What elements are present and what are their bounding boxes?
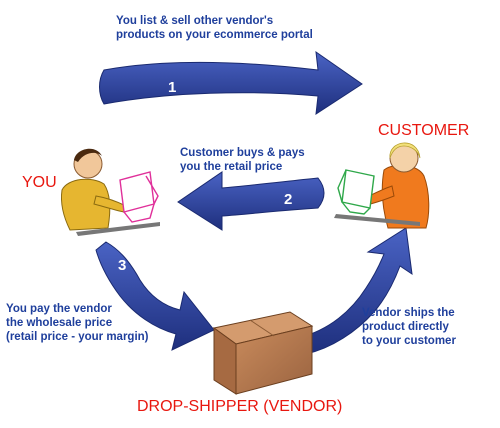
step-1-text: You list & sell other vendor's products … [116, 14, 313, 42]
arrow-2: 2 [177, 171, 325, 231]
actor-label-customer: CUSTOMER [378, 122, 470, 139]
step-3-line-2: the wholesale price [6, 317, 113, 329]
step-3-text: You pay the vendor the wholesale price (… [6, 302, 149, 344]
arrow-4: 4 [297, 227, 413, 355]
customer-figure [334, 142, 430, 229]
arrow-1: 1 [99, 50, 363, 115]
step-number-4: 4 [322, 309, 331, 326]
arrow-3: 3 [95, 241, 215, 351]
step-3-line-1: You pay the vendor [6, 303, 112, 315]
step-1-line-2: products on your ecommerce portal [116, 29, 313, 41]
step-4-line-1: Vendor ships the [362, 307, 455, 319]
vendor-box [212, 311, 314, 395]
step-4-line-3: to your customer [362, 335, 456, 347]
actor-label-you: YOU [22, 174, 57, 191]
step-2-text: Customer buys & pays you the retail pric… [180, 146, 305, 174]
you-figure [61, 148, 160, 236]
step-number-3: 3 [118, 257, 126, 274]
actor-label-vendor: DROP-SHIPPER (VENDOR) [137, 398, 343, 415]
step-number-1: 1 [168, 79, 176, 96]
step-3-line-3: (retail price - your margin) [6, 331, 149, 343]
step-4-text: Vendor ships the product directly to you… [362, 306, 456, 348]
step-2-line-1: Customer buys & pays [180, 147, 305, 159]
step-4-line-2: product directly [362, 321, 449, 333]
step-2-line-2: you the retail price [180, 161, 283, 173]
step-1-line-1: You list & sell other vendor's [116, 15, 274, 27]
step-number-2: 2 [284, 191, 292, 208]
